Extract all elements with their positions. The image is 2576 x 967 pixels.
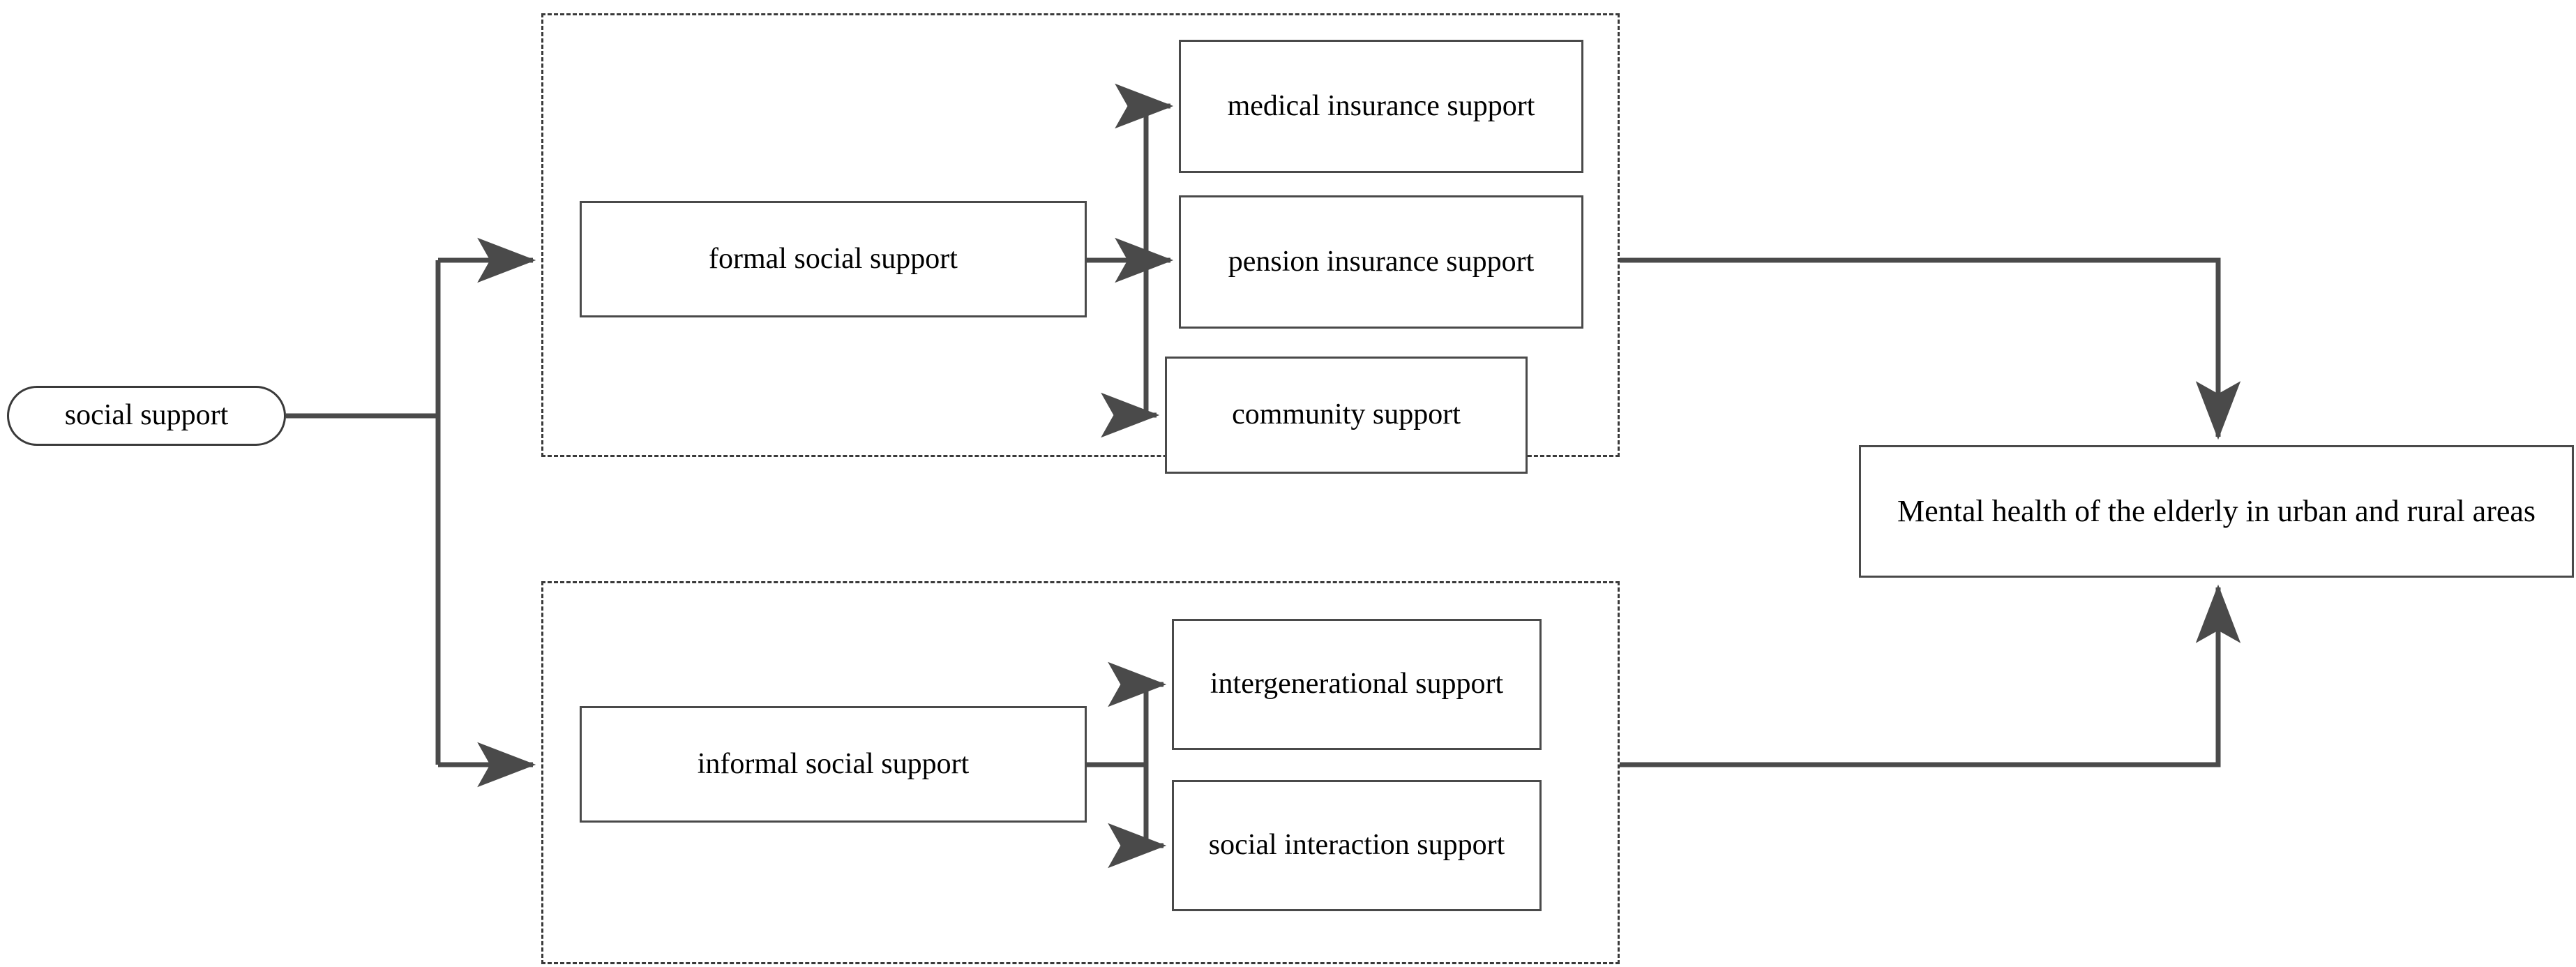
formal-support-group-container	[541, 13, 1620, 457]
node-intergenerational-support-label: intergenerational support	[1210, 668, 1504, 700]
node-medical-insurance-support[interactable]: medical insurance support	[1179, 40, 1583, 173]
edge-informal-group-to-outcome	[1620, 584, 2241, 767]
node-mental-health-outcome[interactable]: Mental health of the elderly in urban an…	[1859, 445, 2574, 578]
node-community-support-label: community support	[1232, 398, 1461, 431]
node-formal-social-support[interactable]: formal social support	[580, 201, 1087, 317]
node-social-support-label: social support	[64, 399, 229, 432]
node-community-support[interactable]: community support	[1165, 357, 1528, 474]
node-medical-insurance-support-label: medical insurance support	[1227, 89, 1535, 122]
node-pension-insurance-support[interactable]: pension insurance support	[1179, 195, 1583, 329]
node-intergenerational-support[interactable]: intergenerational support	[1172, 619, 1542, 750]
node-informal-social-support[interactable]: informal social support	[580, 706, 1087, 823]
node-social-support[interactable]: social support	[7, 386, 286, 446]
node-social-interaction-support-label: social interaction support	[1208, 829, 1505, 862]
informal-support-group-container	[541, 581, 1620, 964]
node-formal-social-support-label: formal social support	[709, 242, 958, 275]
node-informal-social-support-label: informal social support	[697, 747, 970, 780]
node-social-interaction-support[interactable]: social interaction support	[1172, 780, 1542, 911]
edge-formal-group-to-outcome	[1620, 257, 2241, 440]
node-mental-health-outcome-label: Mental health of the elderly in urban an…	[1897, 493, 2536, 528]
node-pension-insurance-support-label: pension insurance support	[1228, 245, 1535, 278]
